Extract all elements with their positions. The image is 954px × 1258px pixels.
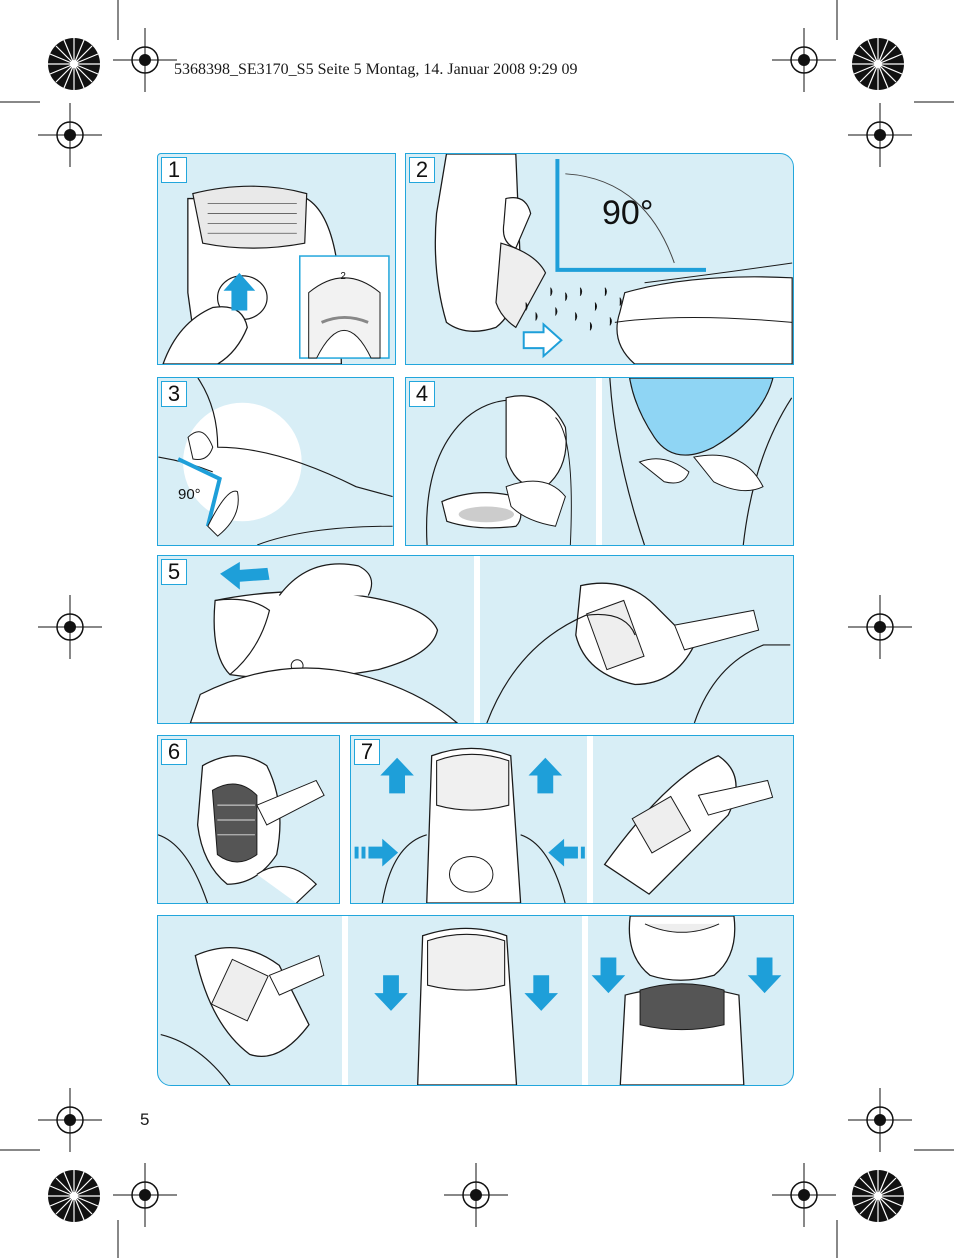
arrow-down-icon bbox=[747, 957, 782, 994]
panel-2: 90° 2 bbox=[405, 153, 794, 365]
open-head-illustration bbox=[354, 747, 774, 903]
inset-setting-label: 2 bbox=[340, 271, 346, 282]
registration-mark-icon bbox=[112, 27, 178, 93]
registration-mark-icon bbox=[112, 1162, 178, 1228]
registration-mark-icon bbox=[771, 27, 837, 93]
starburst-target-icon bbox=[47, 37, 101, 91]
starburst-target-icon bbox=[851, 37, 905, 91]
step-number: 1 bbox=[161, 157, 187, 183]
cleaning-brush-illustration bbox=[158, 755, 325, 903]
step-number: 2 bbox=[409, 157, 435, 183]
underarm-illustration bbox=[158, 378, 393, 545]
step-number: 5 bbox=[161, 559, 187, 585]
panel-6: 6 bbox=[157, 735, 340, 904]
panel-divider bbox=[342, 916, 348, 1085]
panel-5: 5 bbox=[157, 555, 794, 724]
step-number: 4 bbox=[409, 381, 435, 407]
arrow-up-icon bbox=[223, 272, 256, 311]
arrow-up-icon bbox=[528, 757, 563, 794]
panel-divider bbox=[582, 916, 588, 1085]
starburst-target-icon bbox=[851, 1169, 905, 1223]
epilator-angle-illustration bbox=[434, 154, 793, 364]
panel-7: 7 bbox=[350, 735, 794, 904]
registration-mark-icon bbox=[847, 1087, 913, 1153]
step-number: 6 bbox=[161, 739, 187, 765]
registration-mark-icon bbox=[847, 594, 913, 660]
starburst-target-icon bbox=[47, 1169, 101, 1223]
panel-divider bbox=[596, 378, 602, 545]
panel-1: 2 1 bbox=[157, 153, 396, 365]
registration-mark-icon bbox=[37, 594, 103, 660]
panel-divider bbox=[474, 556, 480, 723]
panel-4: 4 bbox=[405, 377, 794, 546]
arrow-right-icon bbox=[354, 838, 399, 867]
angle-label: 90° bbox=[602, 194, 654, 232]
registration-mark-icon bbox=[443, 1162, 509, 1228]
arrow-down-icon bbox=[591, 957, 626, 994]
arrow-left-icon bbox=[220, 561, 270, 590]
arrow-up-icon bbox=[380, 757, 414, 794]
print-header: 5368398_SE3170_S5 Seite 5 Montag, 14. Ja… bbox=[174, 61, 578, 78]
face-and-bikini-illustration bbox=[425, 378, 793, 545]
arrow-down-icon bbox=[524, 975, 559, 1011]
panel-3: 90° 3 bbox=[157, 377, 394, 546]
arrow-down-icon bbox=[374, 975, 408, 1011]
registration-mark-icon bbox=[847, 102, 913, 168]
epilator-illustration: 2 bbox=[162, 185, 390, 364]
registration-mark-icon bbox=[771, 1162, 837, 1228]
registration-mark-icon bbox=[37, 102, 103, 168]
arrow-right-icon bbox=[522, 322, 563, 359]
arrow-left-icon bbox=[548, 838, 592, 867]
step-number: 7 bbox=[354, 739, 380, 765]
panel-divider bbox=[587, 736, 593, 903]
page-number: 5 bbox=[140, 1110, 150, 1129]
angle-label: 90° bbox=[178, 486, 201, 503]
step-number: 3 bbox=[161, 381, 187, 407]
reassemble-illustration bbox=[160, 916, 782, 1085]
panel-8 bbox=[157, 915, 794, 1086]
registration-mark-icon bbox=[37, 1087, 103, 1153]
remove-head-illustration bbox=[189, 561, 791, 723]
